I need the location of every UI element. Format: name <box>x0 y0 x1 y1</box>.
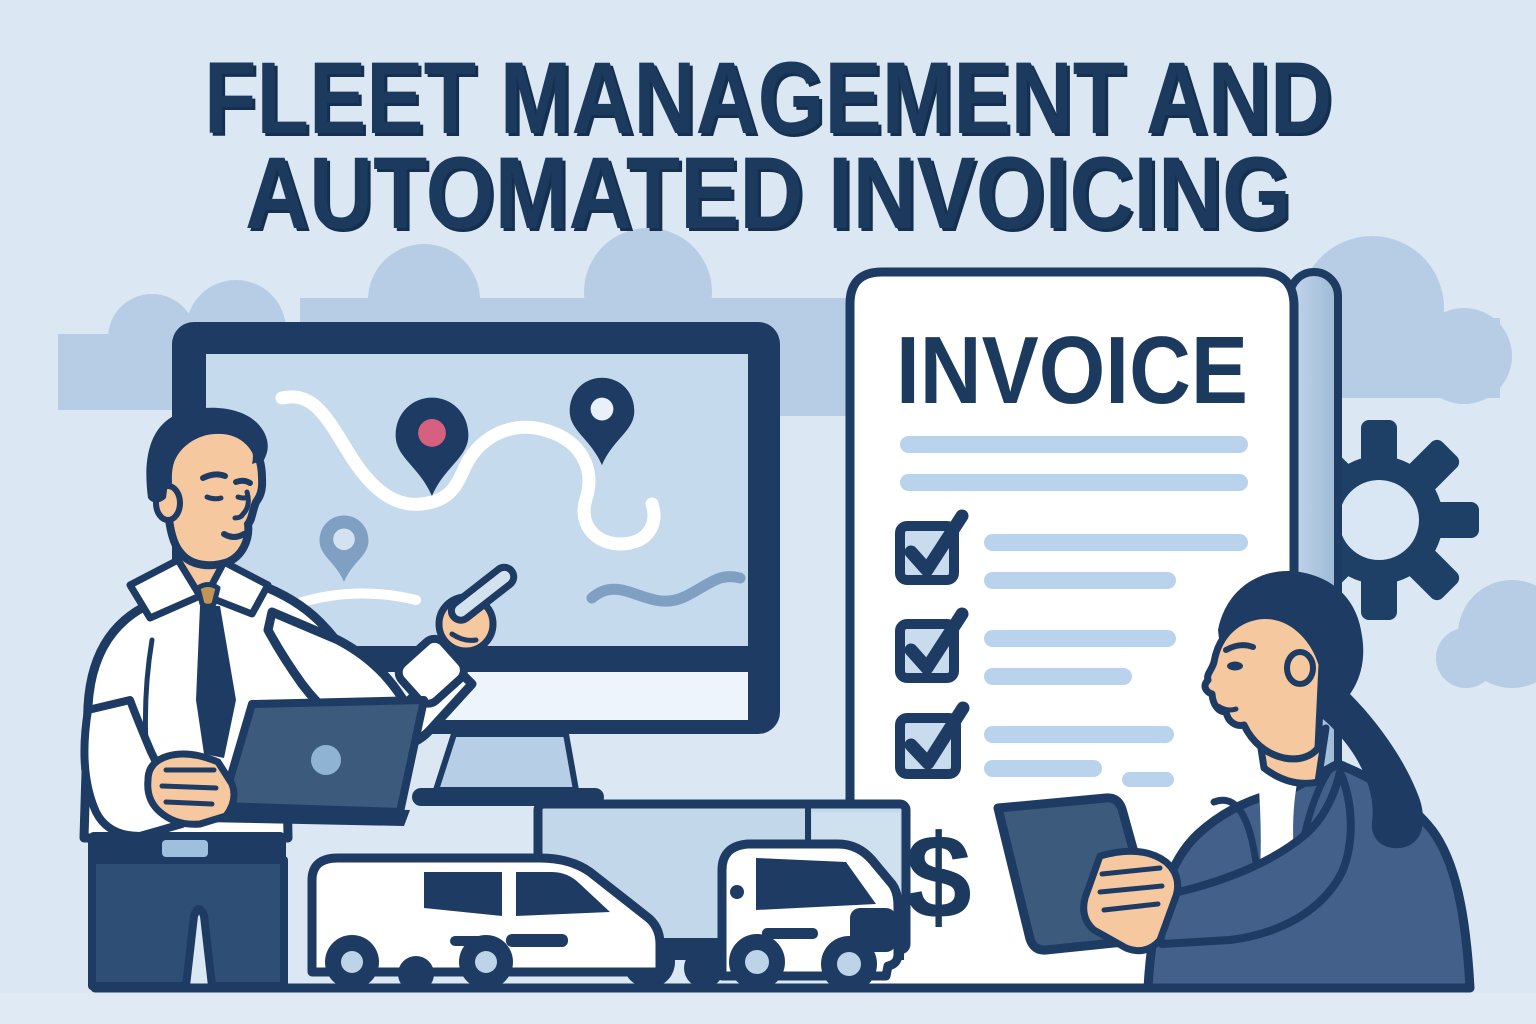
route-arc <box>297 588 421 607</box>
woman-eyebrow <box>1223 642 1256 653</box>
laptop-logo <box>311 745 341 775</box>
title-line-1-shadow: FLEET MANAGEMENT AND <box>207 44 1335 158</box>
cloud-far-right <box>1436 580 1536 688</box>
checkmark-icon <box>904 509 969 577</box>
laptop-base <box>202 806 410 826</box>
primary-location-pin-icon <box>395 397 469 497</box>
hand-creases <box>445 631 479 656</box>
title-line-2-shadow: AUTOMATED INVOICING <box>248 139 1294 253</box>
checkmark-icon <box>904 607 969 675</box>
pointing-finger <box>447 563 518 624</box>
cab-handle <box>762 928 818 939</box>
man-eyebrows <box>200 471 253 486</box>
wheel-arch <box>684 948 724 988</box>
woman-hand-fingers <box>1097 865 1165 913</box>
man-hair <box>146 407 268 503</box>
faded-location-pin-icon <box>319 515 369 582</box>
monitor-stand-neck <box>431 731 580 793</box>
river-line <box>586 571 746 607</box>
woman-ear <box>1284 649 1316 687</box>
tie-knot <box>195 582 221 609</box>
fleet-trucks <box>307 799 911 992</box>
man-pants <box>88 856 288 990</box>
woman-hand <box>1080 847 1182 955</box>
title-line-2: AUTOMATED INVOICING <box>245 136 1291 250</box>
man-mouth <box>221 531 247 540</box>
gear-hole <box>1339 480 1419 560</box>
invoice-header-rules <box>900 436 1248 491</box>
title: FLEET MANAGEMENT AND FLEET MANAGEMENT AN… <box>204 41 1335 253</box>
invoicing-woman <box>993 571 1475 993</box>
floor-strip <box>0 993 1536 1024</box>
van-handle <box>506 934 568 947</box>
checkmark-icon <box>904 701 970 770</box>
left-hand-fingers <box>159 767 219 807</box>
van-windshield <box>516 872 610 916</box>
woman-mouth <box>1215 703 1239 713</box>
delivery-van <box>307 853 665 992</box>
fleet-manager-man <box>79 407 518 990</box>
dollar-sign-icon: $ <box>905 810 972 944</box>
van-side-window <box>424 872 502 916</box>
cab-mirror <box>730 885 744 899</box>
title-line-1: FLEET MANAGEMENT AND <box>204 41 1332 155</box>
wheel-arch <box>398 956 434 992</box>
invoice-checklist-row <box>895 607 1176 685</box>
route-line <box>275 390 661 551</box>
cab-windshield <box>756 858 876 910</box>
invoice-checklist-row <box>895 701 1174 787</box>
man-nose <box>232 489 251 521</box>
tie <box>196 606 236 758</box>
secondary-location-pin-icon <box>569 377 635 466</box>
invoice-heading: INVOICE <box>896 317 1248 424</box>
belt-buckle <box>162 840 208 857</box>
woman-arm-sleeve <box>1146 768 1355 948</box>
invoice-checklist-row <box>895 509 1248 589</box>
woman-eye <box>1227 661 1243 671</box>
